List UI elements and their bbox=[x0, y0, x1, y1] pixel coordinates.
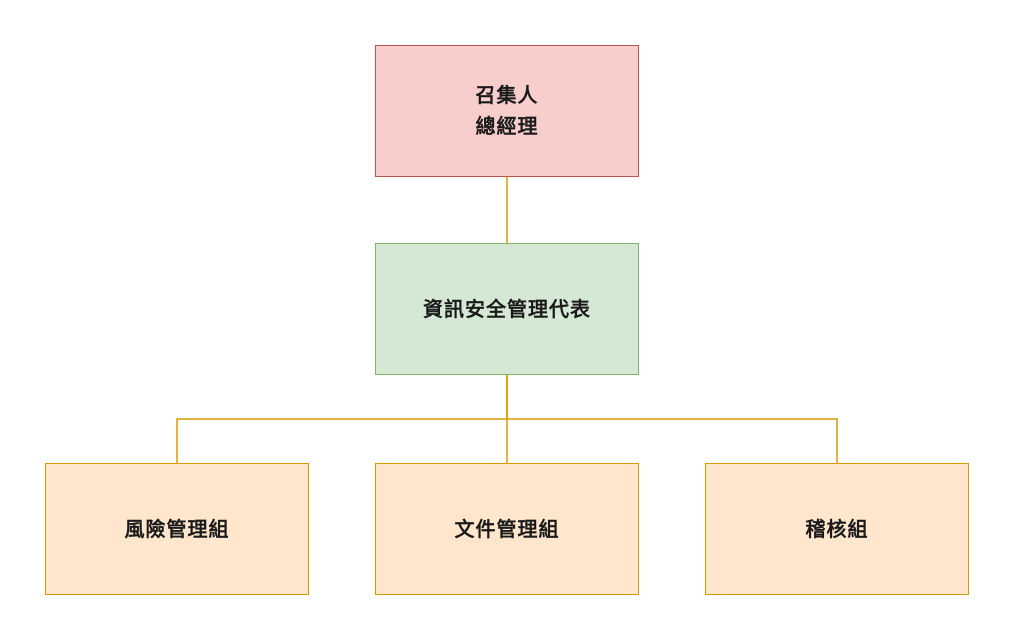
connector-rep-to-audit bbox=[506, 375, 838, 463]
risk-management-group-label: 風險管理組 bbox=[124, 516, 230, 541]
audit-group-label: 稽核組 bbox=[805, 516, 869, 541]
document-management-group-node: 文件管理組 bbox=[375, 463, 639, 595]
risk-management-group-node: 風險管理組 bbox=[45, 463, 309, 595]
convener-role: 總經理 bbox=[475, 114, 539, 138]
connector-rep-to-risk bbox=[176, 375, 508, 463]
convener-node: 召集人 總經理 bbox=[375, 45, 639, 177]
audit-group-node: 稽核組 bbox=[705, 463, 969, 595]
document-management-group-label: 文件管理組 bbox=[454, 516, 560, 541]
security-representative-label: 資訊安全管理代表 bbox=[423, 296, 591, 321]
convener-title: 召集人 bbox=[475, 83, 539, 107]
security-representative-node: 資訊安全管理代表 bbox=[375, 243, 639, 375]
